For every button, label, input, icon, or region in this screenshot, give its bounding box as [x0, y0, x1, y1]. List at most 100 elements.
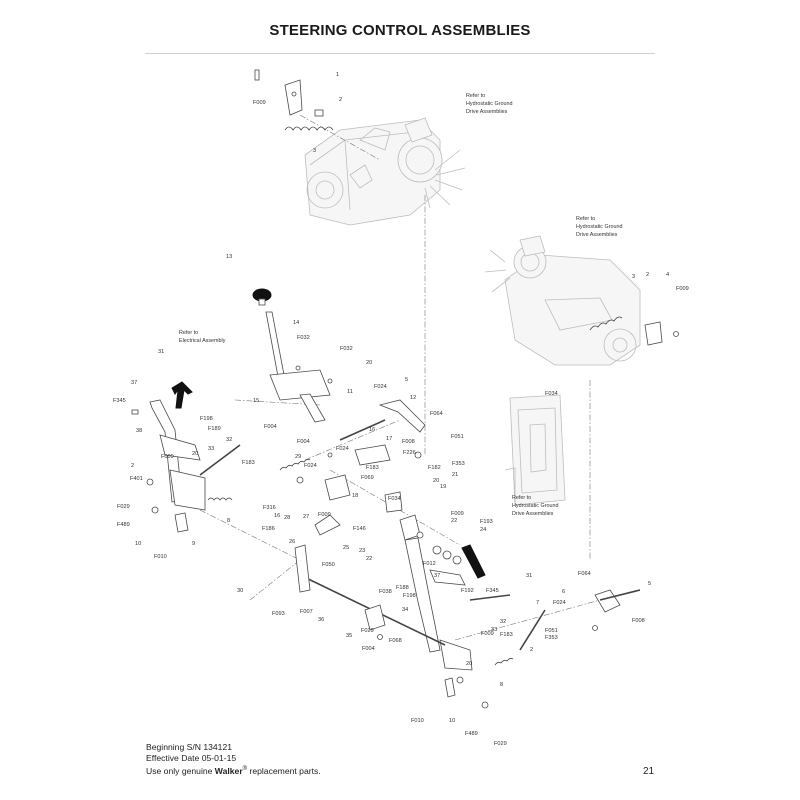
part-callout-f004: F004 — [297, 439, 310, 445]
lower-cross-rod — [294, 544, 446, 646]
note-hydro-bottom: Refer to Hydrostatic Ground Drive Assemb… — [512, 495, 560, 517]
part-callout-4: 4 — [666, 272, 669, 278]
part-callout-11: 11 — [347, 389, 353, 395]
part-callout-f345: F345 — [486, 588, 499, 594]
part-callout-31: 31 — [158, 349, 164, 355]
part-callout-f183: F183 — [242, 460, 255, 466]
part-callout-f489: F489 — [117, 522, 130, 528]
hydrostatic-drive-top-icon — [304, 117, 466, 226]
part-callout-f008: F008 — [632, 618, 645, 624]
part-callout-27: 27 — [303, 514, 309, 520]
part-callout-36: 36 — [318, 617, 324, 623]
part-callout-5: 5 — [405, 377, 408, 383]
part-callout-f188: F188 — [396, 585, 409, 591]
top-bracket-assembly — [254, 69, 334, 131]
part-callout-31: 31 — [526, 573, 532, 579]
handle-knob-icon — [252, 288, 272, 306]
part-callout-f010: F010 — [411, 718, 424, 724]
part-callout-f345: F345 — [113, 398, 126, 404]
part-callout-8: 8 — [500, 682, 503, 688]
part-callout-f029: F029 — [117, 504, 130, 510]
right-tie-rod — [519, 589, 641, 651]
brand-name: Walker — [214, 765, 243, 776]
part-callout-f009: F009 — [451, 511, 464, 517]
part-callout-22: 22 — [451, 518, 457, 524]
part-callout-f009: F009 — [481, 631, 494, 637]
part-callout-f182: F182 — [428, 465, 441, 471]
part-callout-f353: F353 — [545, 635, 558, 641]
part-callout-f489: F489 — [465, 731, 478, 737]
part-callout-14: 14 — [293, 320, 299, 326]
part-callout-3: 3 — [313, 148, 316, 154]
part-callout-f146: F146 — [353, 526, 366, 532]
part-callout-26: 26 — [289, 539, 295, 545]
part-callout-f029: F029 — [494, 741, 507, 747]
part-callout-f192: F192 — [461, 588, 474, 594]
part-callout-f051: F051 — [451, 434, 464, 440]
part-callout-f032: F032 — [297, 335, 310, 341]
part-callout-22: 22 — [366, 556, 372, 562]
part-callout-f401: F401 — [130, 476, 143, 482]
part-callout-f024: F024 — [304, 463, 317, 469]
part-callout-f009: F009 — [318, 512, 331, 518]
part-callout-f183: F183 — [366, 465, 379, 471]
part-callout-f316: F316 — [263, 505, 276, 511]
part-callout-f004: F004 — [264, 424, 277, 430]
part-callout-34: 34 — [402, 607, 408, 613]
part-callout-f024: F024 — [336, 446, 349, 452]
part-callout-29: 29 — [295, 454, 301, 460]
part-callout-f093: F093 — [272, 611, 285, 617]
part-callout-10: 10 — [135, 541, 141, 547]
part-callout-37: 37 — [434, 573, 440, 579]
part-callout-13: 13 — [226, 254, 232, 260]
footer-serial: Beginning S/N 134121 — [146, 742, 233, 752]
part-callout-2: 2 — [131, 463, 134, 469]
part-callout-38: 38 — [136, 428, 142, 434]
part-callout-30: 30 — [237, 588, 243, 594]
part-callout-20: 20 — [366, 360, 372, 366]
part-callout-9: 9 — [192, 541, 195, 547]
part-callout-f051: F051 — [545, 628, 558, 634]
part-callout-f198: F198 — [200, 416, 213, 422]
part-callout-f010: F010 — [154, 554, 167, 560]
part-callout-f183: F183 — [500, 632, 513, 638]
part-callout-f007: F007 — [300, 609, 313, 615]
part-callout-f064: F064 — [430, 411, 443, 417]
part-callout-f004: F004 — [362, 646, 375, 652]
part-callout-f012: F012 — [423, 561, 436, 567]
part-callout-2: 2 — [530, 647, 533, 653]
part-callout-f034: F034 — [388, 496, 401, 502]
part-callout-20: 20 — [192, 451, 198, 457]
part-callout-19: 19 — [440, 484, 446, 490]
note-hydro-right: Refer to Hydrostatic Ground Drive Assemb… — [576, 216, 624, 238]
part-callout-25: 25 — [343, 545, 349, 551]
note-electrical: Refer to Electrical Assembly — [179, 330, 226, 344]
part-callout-20: 20 — [466, 661, 472, 667]
part-callout-f186: F186 — [262, 526, 275, 532]
part-callout-8: 8 — [227, 518, 230, 524]
part-callout-16: 16 — [369, 427, 375, 433]
page-number: 21 — [643, 766, 655, 777]
part-callout-f038: F038 — [379, 589, 392, 595]
footer-genuine-parts: Use only genuine Walker® replacement par… — [146, 765, 321, 776]
part-callout-32: 32 — [500, 619, 506, 625]
part-callout-28: 28 — [284, 515, 290, 521]
part-callout-f009: F009 — [676, 286, 689, 292]
right-lever-assembly — [404, 531, 514, 709]
part-callout-f064: F064 — [578, 571, 591, 577]
part-callout-32: 32 — [226, 437, 232, 443]
part-callout-21: 21 — [452, 472, 458, 478]
part-callout-10: 10 — [449, 718, 455, 724]
part-callout-f024: F024 — [374, 384, 387, 390]
part-callout-f009: F009 — [253, 100, 266, 106]
part-callout-f226: F226 — [403, 450, 416, 456]
part-callout-16: 16 — [274, 513, 280, 519]
part-callout-18: 18 — [352, 493, 358, 499]
right-bracket-assembly — [589, 316, 679, 346]
part-callout-15: 15 — [253, 398, 259, 404]
part-callout-33: 33 — [208, 446, 214, 452]
part-callout-17: 17 — [386, 436, 392, 442]
hydrostatic-drive-right-icon — [484, 235, 641, 366]
